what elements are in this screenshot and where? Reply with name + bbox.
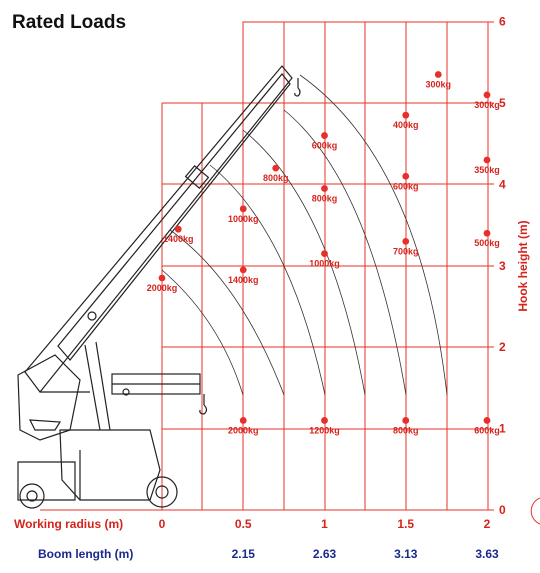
load-point	[483, 229, 491, 237]
load-point	[158, 274, 166, 282]
load-point	[402, 417, 410, 424]
load-label: 1000kg	[309, 259, 340, 269]
load-point	[434, 71, 442, 78]
load-label: 350kg	[474, 165, 500, 175]
y-tick-label: 1	[499, 422, 506, 436]
x-tick-label: 0	[159, 517, 166, 531]
y-tick-label: 5	[499, 96, 506, 110]
load-label: 800kg	[312, 193, 338, 203]
load-points: 2000kg 1400kg 1400kg 1000kg 800kg 1000kg 800kg…	[147, 71, 500, 435]
load-label: 600kg	[312, 141, 338, 151]
load-point	[402, 111, 410, 119]
y-tick-label: 2	[499, 340, 506, 354]
load-label: 1000kg	[228, 214, 259, 224]
load-label: 300kg	[425, 80, 451, 90]
load-point	[321, 132, 328, 139]
load-point	[483, 156, 491, 164]
load-label: 800kg	[263, 173, 289, 183]
load-label: 400kg	[393, 120, 419, 130]
grid	[40, 21, 494, 511]
load-point	[239, 266, 247, 274]
load-point	[483, 417, 491, 424]
y-tick-label: 3	[499, 259, 506, 273]
load-label: 500kg	[474, 238, 500, 248]
boom-length-values: 2.152.633.133.634.134.635.15	[232, 547, 499, 561]
load-label: 600kg	[393, 181, 419, 191]
load-label: 1400kg	[163, 234, 194, 244]
load-label: 700kg	[393, 246, 419, 256]
load-point	[174, 225, 182, 233]
crane-illustration	[17, 65, 301, 509]
boom-length-value: 2.63	[313, 547, 337, 561]
load-point	[402, 237, 410, 245]
x-axis-ticks: 00.511.522.533.5	[159, 517, 491, 531]
y-axis-ticks: 0 1 2 3 4 5 6	[499, 15, 506, 517]
load-point	[402, 172, 410, 180]
x-tick-label: 1.5	[397, 517, 414, 531]
x-tick-label: 1	[321, 517, 328, 531]
y-tick-label: 0	[499, 503, 506, 517]
corner-decoration	[530, 497, 540, 525]
load-point	[321, 250, 328, 257]
x-tick-label: 0.5	[235, 517, 252, 531]
boom-length-value: 2.15	[232, 547, 256, 561]
load-point	[239, 417, 247, 424]
load-label: 300kg	[474, 100, 500, 110]
load-point	[483, 91, 491, 99]
x-axis-label: Working radius (m)	[14, 517, 123, 531]
load-point	[239, 205, 247, 213]
load-label: 800kg	[393, 425, 419, 435]
page-title: Rated Loads	[12, 12, 126, 33]
load-label: 2000kg	[147, 283, 178, 293]
load-point	[321, 185, 328, 192]
y-tick-label: 6	[499, 15, 506, 29]
y-tick-label: 4	[499, 177, 506, 191]
load-point	[321, 417, 328, 424]
boom-length-value: 3.13	[394, 547, 418, 561]
y-axis-label: Hook height (m)	[516, 220, 530, 311]
boom-length-value: 3.63	[475, 547, 499, 561]
load-point	[272, 164, 280, 172]
load-label: 600kg	[474, 425, 500, 435]
load-label: 2000kg	[228, 425, 259, 435]
load-label: 1200kg	[309, 425, 340, 435]
boom-length-label: Boom length (m)	[38, 547, 133, 561]
x-tick-label: 2	[484, 517, 491, 531]
load-label: 1400kg	[228, 275, 259, 285]
load-curves	[161, 74, 448, 396]
